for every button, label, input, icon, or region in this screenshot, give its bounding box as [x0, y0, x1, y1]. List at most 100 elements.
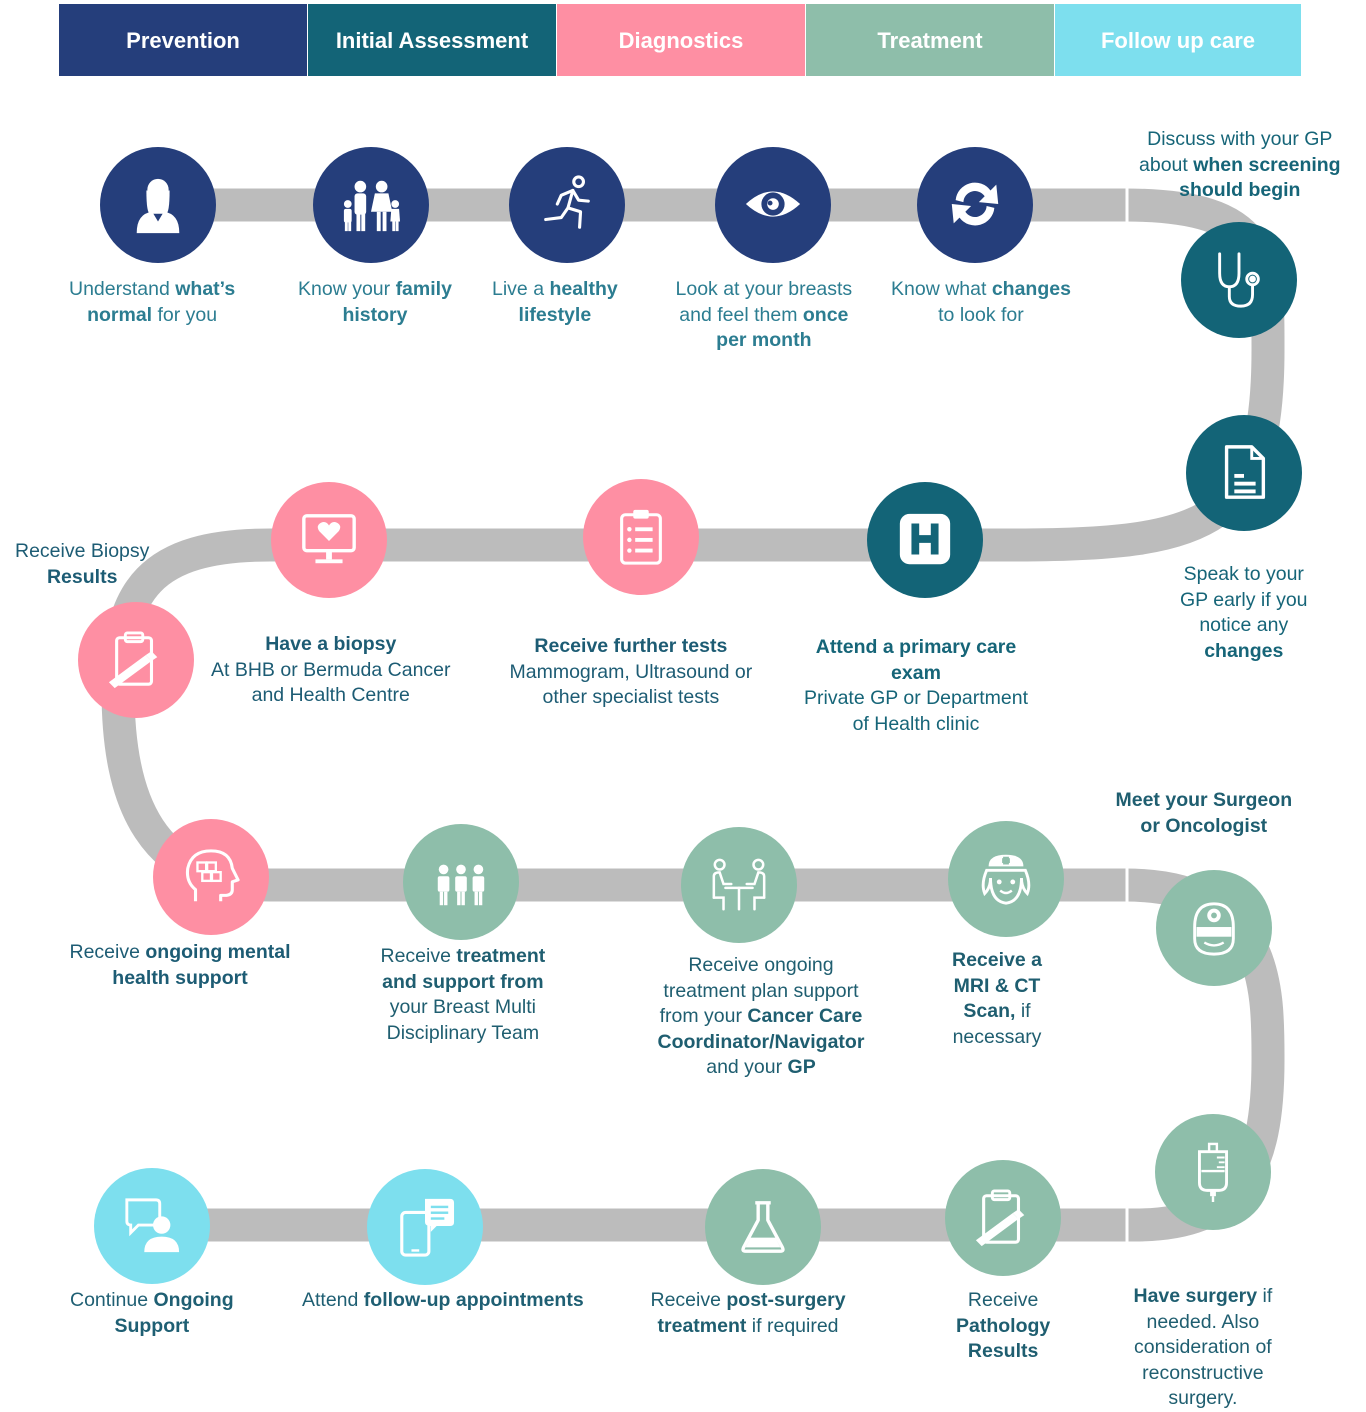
label-line: reconstructive	[1134, 1361, 1273, 1387]
label-bold-text: treatment	[456, 945, 546, 967]
label-text: Speak to your	[1183, 563, 1304, 585]
label-text: of Health clinic	[852, 712, 980, 735]
label-line: Attend a primary care	[804, 635, 1028, 661]
step-screening-circle	[1181, 222, 1297, 338]
label-bold-text: lifestyle	[518, 303, 592, 326]
label-bold-text: changes	[991, 278, 1071, 300]
label-bold-text: MRI & CT	[953, 974, 1041, 997]
label-bold-text: Coordinator/Navigator	[657, 1030, 865, 1053]
document-icon	[1224, 445, 1266, 499]
step-changes-circle	[917, 147, 1033, 263]
label-bold-text: family	[395, 278, 452, 300]
label-bold-text: Scan,	[963, 1000, 1016, 1022]
step-biopsy-circle	[271, 482, 387, 598]
label-text: from your	[659, 1005, 748, 1027]
step-family-history-circle	[313, 147, 429, 263]
label-line: Continue Ongoing	[70, 1288, 234, 1314]
label-line: other specialist tests	[510, 685, 753, 711]
refresh-icon	[951, 182, 999, 226]
label-text: consideration of	[1134, 1336, 1272, 1358]
label-line: MRI & CT	[952, 974, 1042, 1000]
label-line: Attend follow-up appointments	[302, 1288, 584, 1314]
label-bold-text: Meet your Surgeon	[1115, 789, 1293, 811]
label-bold-text: once	[802, 303, 849, 326]
label-line: Meet your Surgeon	[1116, 788, 1293, 814]
label-line: Receive post-surgery	[651, 1288, 846, 1314]
label-text: other specialist tests	[542, 686, 720, 708]
label-text: Receive	[650, 1289, 727, 1311]
label-line: Know your family	[298, 277, 452, 303]
meeting-icon	[712, 858, 766, 911]
step-primary-care-circle	[867, 482, 983, 598]
step-navigator-circle	[681, 827, 797, 943]
step-mental-health-circle	[153, 819, 269, 935]
label-text: to look for	[938, 303, 1024, 326]
label-line: Receive further tests	[510, 634, 753, 660]
label-line: health support	[70, 966, 291, 992]
label-line: Live a healthy	[492, 277, 618, 303]
label-bold-text: or Oncologist	[1140, 814, 1268, 837]
label-text: Receive Biopsy	[15, 540, 150, 562]
label-bold-text: what’s	[175, 278, 236, 300]
label-bold-text: follow-up appointments	[363, 1289, 584, 1311]
label-bold-text: Have surgery	[1133, 1285, 1258, 1307]
label-bold-text: Cancer Care	[747, 1005, 863, 1027]
label-line: treatment if required	[651, 1314, 846, 1340]
stethoscope-icon	[1218, 252, 1260, 308]
label-line: Understand what’s	[69, 277, 235, 303]
label-text: and feel them	[679, 303, 803, 326]
label-text: Receive ongoing	[688, 954, 834, 976]
label-line: Look at your breasts	[676, 277, 853, 303]
label-line: necessary	[952, 1025, 1042, 1051]
label-bold-text: when screening	[1193, 153, 1341, 176]
label-text: necessary	[952, 1025, 1042, 1048]
label-bold-text: normal	[87, 303, 153, 326]
label-line: and support from	[381, 970, 546, 996]
step-mdt-circle	[403, 824, 519, 940]
phase-header-prevention: Prevention	[59, 4, 307, 76]
phase-header-treatment: Treatment	[806, 4, 1054, 76]
step-breast-check-circle	[715, 147, 831, 263]
label-text: about	[1139, 153, 1194, 176]
label-line: Coordinator/Navigator	[658, 1030, 865, 1056]
label-text: and Health Centre	[251, 684, 410, 706]
label-line: changes	[1180, 639, 1308, 665]
label-line: about when screening	[1139, 153, 1341, 179]
label-text: At BHB or Bermuda Cancer	[211, 658, 451, 681]
label-line: of Health clinic	[804, 712, 1028, 738]
label-text: Know your	[298, 278, 396, 300]
phase-header-initial-assessment: Initial Assessment	[308, 4, 556, 76]
label-text: reconstructive	[1142, 1361, 1264, 1384]
label-line: Have surgery if	[1134, 1284, 1273, 1310]
label-line: Receive a	[952, 948, 1042, 974]
team-icon	[437, 864, 485, 906]
label-line: history	[298, 303, 452, 329]
label-line: Receive ongoing mental	[70, 940, 291, 966]
label-bold-text: changes	[1204, 639, 1284, 662]
phase-header-follow-up-care: Follow up care	[1055, 4, 1301, 76]
label-line: GP early if you	[1180, 588, 1308, 614]
step-biopsy-results-circle	[78, 602, 194, 718]
label-line: At BHB or Bermuda Cancer	[211, 658, 451, 684]
step-navigator-label: Receive ongoing treatment plan support fro…	[658, 953, 865, 1081]
family-icon	[343, 180, 401, 232]
label-text: treatment plan support	[663, 979, 859, 1002]
step-follow-up-circle	[367, 1169, 483, 1285]
label-line: Private GP or Department	[804, 686, 1028, 712]
step-surgery-circle	[1155, 1114, 1271, 1230]
eye-icon	[745, 191, 801, 217]
doctor-icon	[1193, 902, 1235, 956]
monitor-heart-icon	[302, 514, 356, 564]
label-line: Receive	[956, 1288, 1050, 1314]
step-healthy-lifestyle-circle	[509, 147, 625, 263]
nurse-icon	[981, 854, 1031, 905]
label-line: surgery.	[1134, 1386, 1273, 1412]
step-pathology-circle	[945, 1160, 1061, 1276]
label-line: Support	[70, 1314, 234, 1340]
label-bold-text: and support from	[382, 970, 544, 993]
